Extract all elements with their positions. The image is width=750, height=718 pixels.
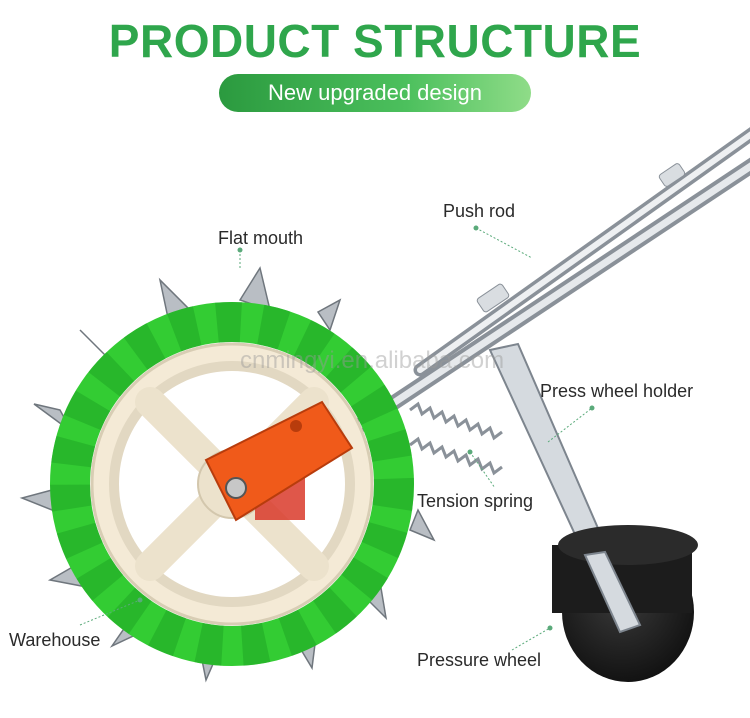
tension-spring [409, 401, 503, 476]
subtitle-badge: New upgraded design [219, 74, 531, 112]
tension-spring-leader [469, 451, 496, 489]
press-wheel-holder-leader [547, 407, 593, 443]
pressure-wheel [552, 525, 698, 682]
push-rod-label: Push rod [443, 201, 516, 221]
warehouse-leader [79, 599, 141, 626]
page-title: PRODUCT STRUCTURE [108, 15, 642, 67]
watermark: cnmingyi.en.alibaba.com [240, 347, 504, 374]
tension-spring-label: Tension spring [417, 491, 534, 511]
push-rod-leader [475, 227, 533, 259]
flat-mouth-label: Flat mouth [218, 228, 304, 248]
pressure-wheel-label: Pressure wheel [417, 650, 542, 670]
warehouse-label: Warehouse [9, 630, 101, 650]
pressure-wheel-leader [511, 627, 551, 651]
press-wheel-holder-label: Press wheel holder [540, 381, 694, 401]
wheel-bracket [204, 400, 354, 522]
